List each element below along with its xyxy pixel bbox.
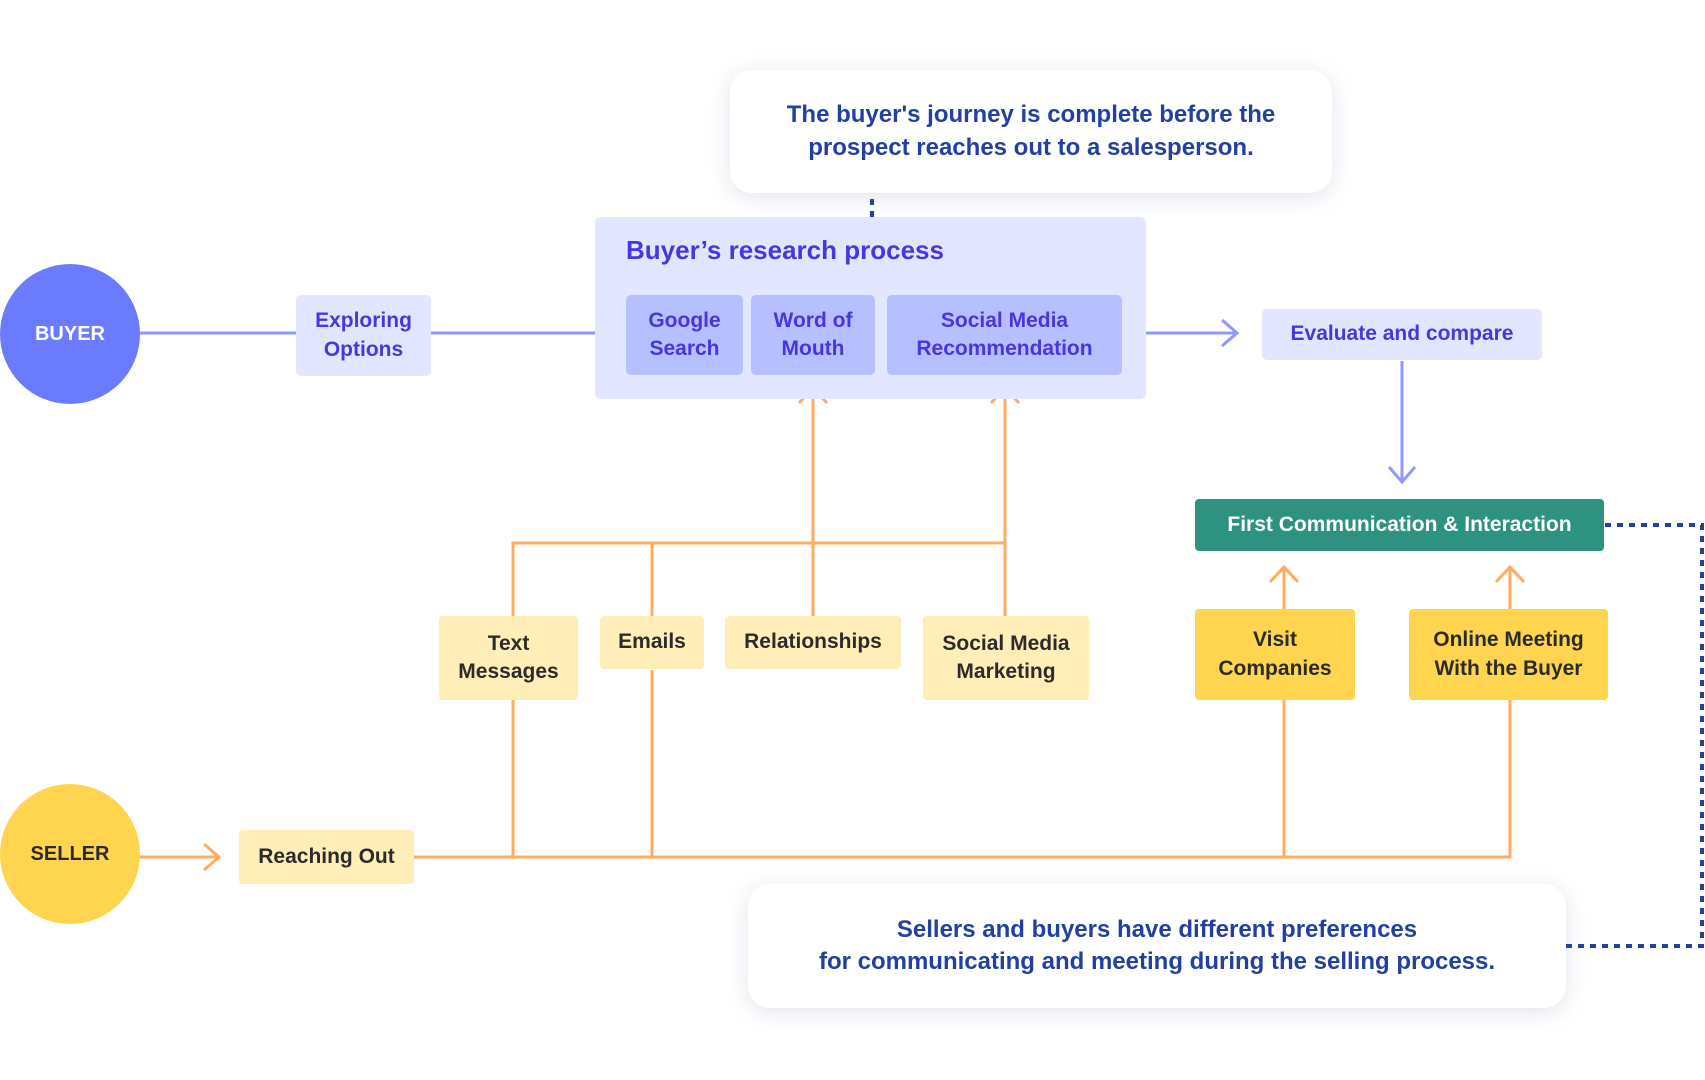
text-messages-box: Text Messages	[439, 616, 578, 700]
visit-companies-box: Visit Companies	[1195, 609, 1355, 700]
evaluate-compare-label: Evaluate and compare	[1290, 322, 1514, 346]
seller-circle: SELLER	[0, 784, 140, 924]
online-meeting-box: Online Meeting With the Buyer	[1409, 609, 1608, 700]
google-search-box: Google Search	[626, 295, 743, 375]
research-process-title: Buyer’s research process	[626, 235, 944, 265]
first-communication-box: First Communication & Interaction	[1195, 499, 1604, 551]
text-messages-label: Text Messages	[458, 631, 559, 683]
visit-companies-label: Visit Companies	[1218, 628, 1332, 680]
word-of-mouth-box: Word of Mouth	[751, 295, 875, 375]
evaluate-compare-box: Evaluate and compare	[1262, 309, 1542, 360]
emails-box: Emails	[600, 616, 704, 669]
reaching-out-label: Reaching Out	[258, 844, 395, 868]
top-callout: The buyer's journey is complete before t…	[730, 70, 1332, 193]
exploring-options-label: Exploring Options	[315, 309, 412, 361]
dotted-connectors	[870, 199, 1704, 948]
buyer-label: BUYER	[34, 322, 105, 345]
buyer-circle: BUYER	[0, 264, 140, 404]
online-meeting-label: Online Meeting With the Buyer	[1433, 628, 1584, 680]
bottom-callout-text: Sellers and buyers have different prefer…	[818, 915, 1496, 975]
research-process-panel: Buyer’s research process Google Search W…	[595, 217, 1146, 399]
top-callout-text: The buyer's journey is complete before t…	[786, 101, 1276, 161]
relationships-box: Relationships	[725, 616, 901, 669]
social-media-marketing-label: Social Media Marketing	[942, 631, 1070, 683]
first-communication-label: First Communication & Interaction	[1227, 512, 1572, 536]
bottom-callout: Sellers and buyers have different prefer…	[748, 884, 1566, 1008]
buyer-connectors	[138, 318, 1417, 485]
reaching-out-box: Reaching Out	[239, 830, 414, 884]
emails-label: Emails	[618, 630, 686, 654]
social-media-recommendation-box: Social Media Recommendation	[887, 295, 1122, 375]
google-search-label: Google Search	[648, 308, 721, 360]
social-media-recommendation-label: Social Media Recommendation	[916, 308, 1093, 360]
exploring-options-box: Exploring Options	[296, 295, 431, 376]
social-media-marketing-box: Social Media Marketing	[923, 616, 1089, 700]
seller-connectors	[138, 385, 1526, 872]
word-of-mouth-label: Word of Mouth	[773, 308, 853, 360]
seller-label: SELLER	[30, 842, 110, 865]
relationships-label: Relationships	[744, 630, 882, 654]
